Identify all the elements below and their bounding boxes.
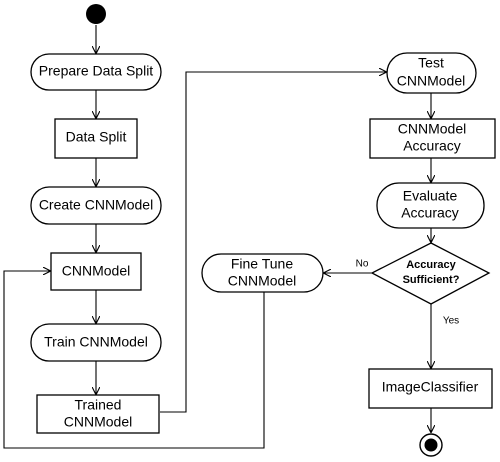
object-trained-cnnmodel: Trained CNNModel	[36, 394, 160, 434]
action-evaluate-accuracy: Evaluate Accuracy	[376, 182, 485, 229]
initial-node	[86, 4, 106, 24]
object-data-split-label: Data Split	[66, 129, 127, 145]
object-cnnmodel-accuracy-line1: CNNModel	[398, 121, 466, 137]
object-imageclassifier-label: ImageClassifier	[382, 379, 479, 395]
edges	[3, 25, 431, 449]
object-cnnmodel-accuracy-line2: Accuracy	[403, 138, 461, 154]
object-data-split: Data Split	[54, 118, 138, 159]
object-trained-cnnmodel-line1: Trained	[75, 397, 122, 413]
decision-accuracy-sufficient-line2: Sufficient?	[403, 274, 460, 286]
object-cnnmodel-accuracy: CNNModel Accuracy	[369, 118, 496, 159]
action-evaluate-accuracy-line1: Evaluate	[403, 188, 458, 204]
decision-accuracy-sufficient: Accuracy Sufficient?	[370, 242, 491, 305]
decision-accuracy-sufficient-line1: Accuracy	[406, 259, 456, 271]
object-trained-cnnmodel-line2: CNNModel	[64, 414, 132, 430]
action-train-cnnmodel: Train CNNModel	[30, 323, 162, 362]
action-prepare-data-split: Prepare Data Split	[30, 53, 162, 91]
final-node	[419, 433, 443, 457]
guard-yes-label: Yes	[443, 316, 459, 327]
object-cnnmodel-label: CNNModel	[62, 263, 130, 279]
action-prepare-data-split-label: Prepare Data Split	[39, 63, 154, 79]
action-fine-tune-cnnmodel-line2: CNNModel	[228, 273, 296, 289]
action-test-cnnmodel-line2: CNNModel	[397, 73, 465, 89]
action-fine-tune-cnnmodel-line1: Fine Tune	[231, 256, 293, 272]
edge-finetune-to-cnnmodel	[3, 271, 265, 449]
object-imageclassifier: ImageClassifier	[368, 368, 493, 409]
edge-trained-to-test	[160, 72, 386, 413]
object-cnnmodel: CNNModel	[50, 252, 142, 291]
guard-no-label: No	[356, 259, 369, 270]
action-evaluate-accuracy-line2: Accuracy	[401, 205, 459, 221]
action-train-cnnmodel-label: Train CNNModel	[44, 334, 148, 350]
action-test-cnnmodel-line1: Test	[418, 55, 444, 71]
action-fine-tune-cnnmodel: Fine Tune CNNModel	[201, 253, 324, 293]
action-test-cnnmodel: Test CNNModel	[386, 52, 477, 94]
action-create-cnnmodel: Create CNNModel	[30, 186, 162, 225]
action-create-cnnmodel-label: Create CNNModel	[39, 197, 153, 213]
